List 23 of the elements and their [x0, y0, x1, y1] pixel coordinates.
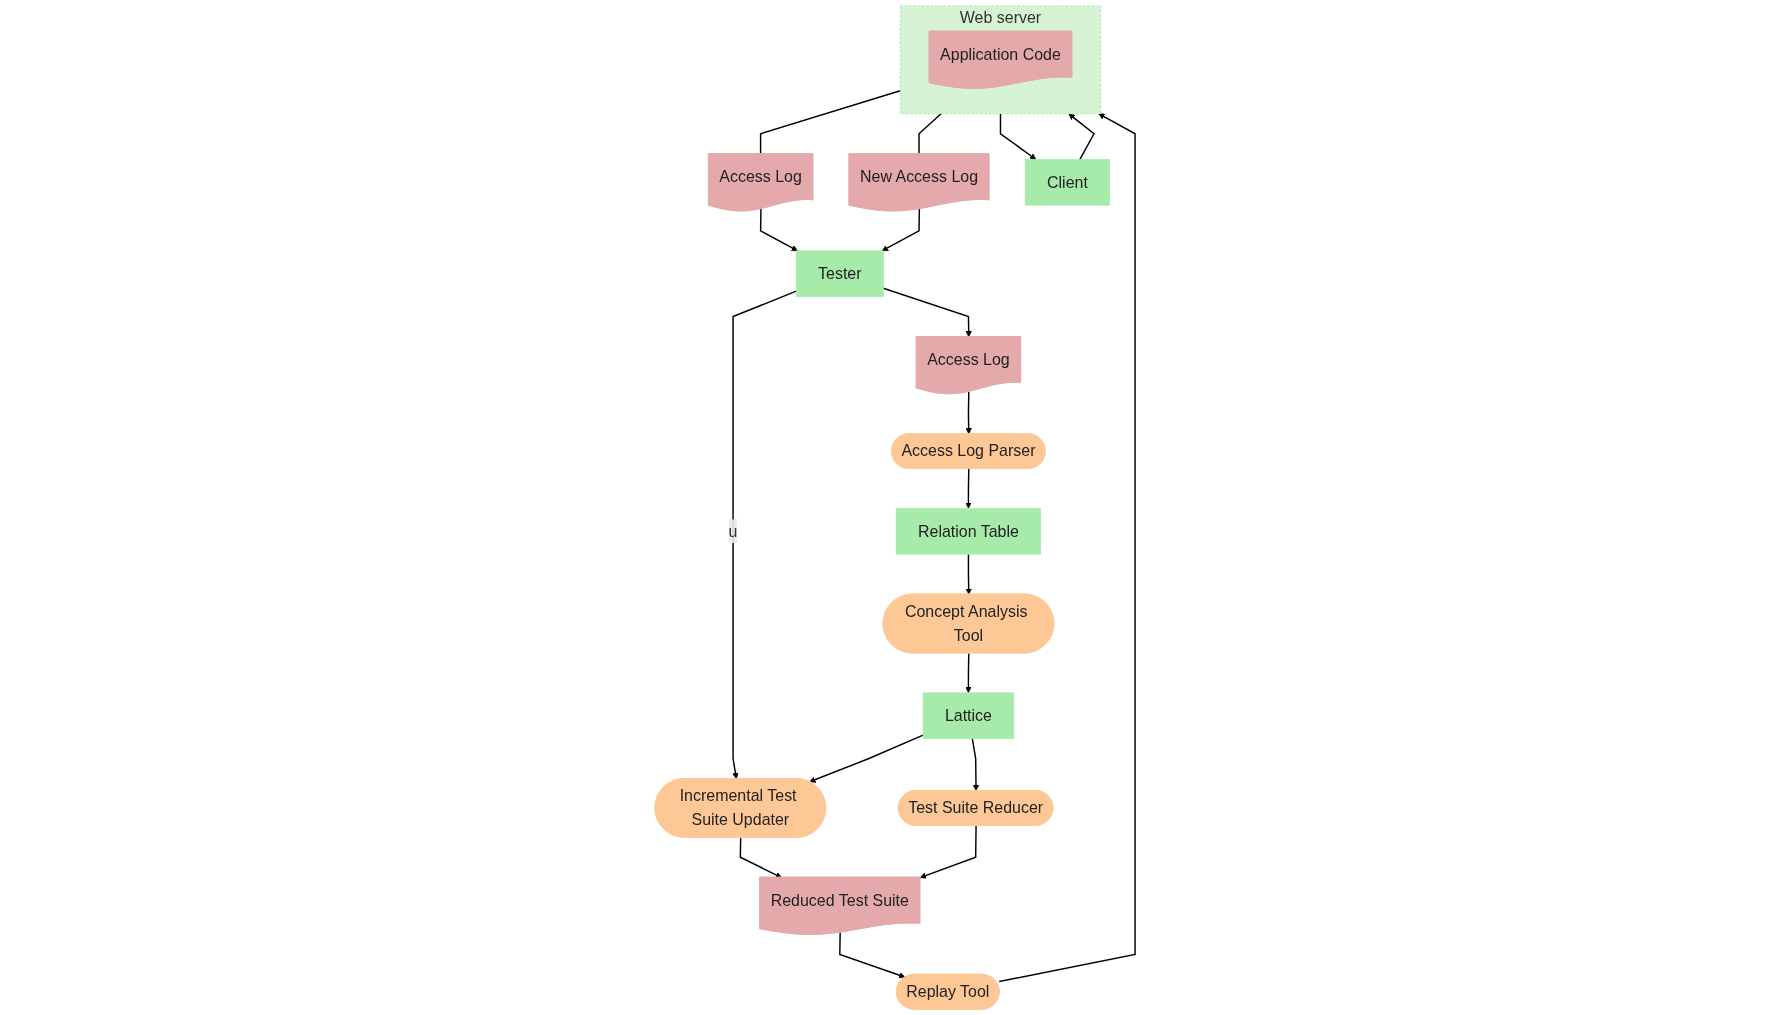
arrow: [999, 113, 1037, 160]
arrow: [732, 290, 797, 780]
arrow: [739, 836, 782, 878]
arrow: [965, 652, 972, 694]
arrow: [965, 553, 972, 595]
arrow: [839, 931, 906, 979]
node-box: Lattice: [922, 692, 1015, 739]
node-box: Tester: [795, 250, 884, 297]
edge-label: u: [728, 522, 738, 541]
connector: [759, 90, 901, 155]
arrow: [881, 208, 921, 252]
arrow: [971, 737, 980, 792]
arrow: [998, 113, 1136, 983]
arrow: [965, 390, 972, 435]
arrow: [965, 468, 972, 509]
arrow: [759, 208, 798, 252]
node-box: Relation Table: [895, 508, 1042, 555]
node-box: Client: [1024, 159, 1110, 206]
arrow: [809, 734, 924, 783]
connector: [918, 113, 942, 155]
arrow: [919, 824, 977, 879]
arrow: [1068, 113, 1095, 161]
arrow: [882, 287, 972, 338]
